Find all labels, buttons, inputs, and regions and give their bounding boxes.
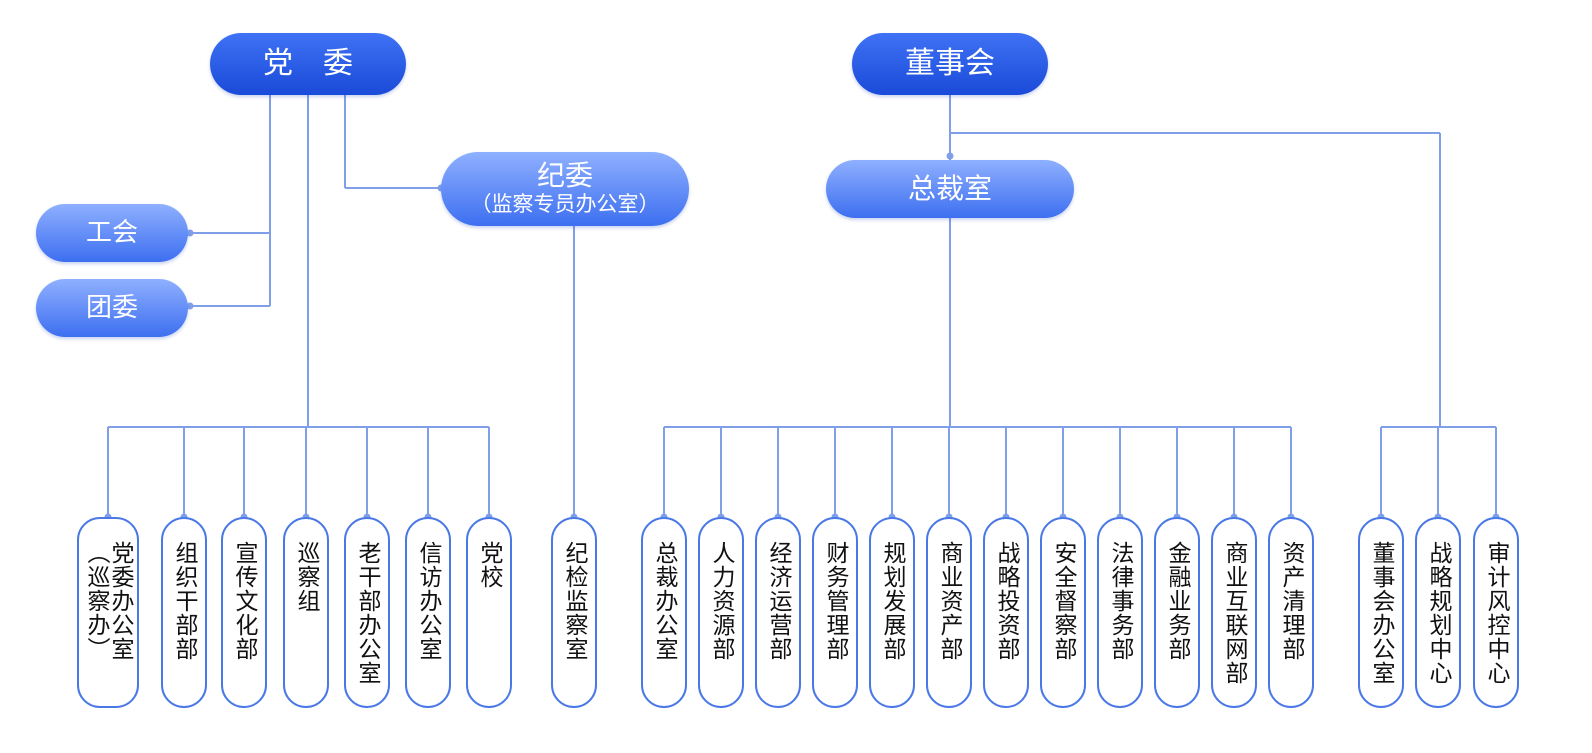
president-dept: 规划发展部 (869, 517, 915, 708)
connector-dot (946, 152, 954, 160)
party-dept-label: 老干部办公室 (354, 541, 380, 685)
president-dept: 金融业务部 (1154, 517, 1200, 708)
union-node: 工会 (36, 204, 188, 262)
party-office-title: 党委办公室 (107, 541, 133, 661)
party-dept-label: 巡察组 (293, 541, 319, 613)
discipline-dept-label: 纪检监察室 (561, 541, 587, 661)
president-dept-label: 金融业务部 (1164, 541, 1190, 661)
board-dept-label: 审计风控中心 (1483, 541, 1509, 685)
party-dept-label: 信访办公室 (415, 541, 441, 661)
president-dept: 法律事务部 (1097, 517, 1143, 708)
president-dept-label: 商业资产部 (936, 541, 962, 661)
president-office-node: 总裁室 (826, 160, 1074, 218)
party-dept: 巡察组 (283, 517, 329, 708)
president-office-label: 总裁室 (907, 172, 992, 205)
discipline-dept: 纪检监察室 (551, 517, 597, 708)
president-dept: 商业资产部 (926, 517, 972, 708)
party-dept: 信访办公室 (405, 517, 451, 708)
party-dept-party-office: （巡察办） 党委办公室 (77, 517, 139, 708)
president-dept: 总裁办公室 (641, 517, 687, 708)
president-dept-label: 财务管理部 (822, 541, 848, 661)
party-dept-label: 组织干部部 (171, 541, 197, 661)
discipline-committee-node: 纪委 （监察专员办公室） (441, 152, 689, 226)
board-dept-label: 战略规划中心 (1425, 541, 1451, 685)
party-dept: 组织干部部 (161, 517, 207, 708)
board-dept: 战略规划中心 (1415, 517, 1461, 708)
president-dept: 人力资源部 (698, 517, 744, 708)
party-dept: 老干部办公室 (344, 517, 390, 708)
president-dept-label: 法律事务部 (1107, 541, 1133, 661)
discipline-committee-label: 纪委 (536, 159, 593, 192)
president-dept: 安全督察部 (1040, 517, 1086, 708)
president-dept: 经济运营部 (755, 517, 801, 708)
president-dept-label: 资产清理部 (1278, 541, 1304, 661)
party-dept: 党校 (466, 517, 512, 708)
discipline-committee-sublabel: （监察专员办公室） (470, 192, 660, 216)
connector-dot (186, 302, 194, 310)
connector-dot (186, 229, 194, 237)
president-dept-label: 总裁办公室 (651, 541, 677, 661)
president-dept: 战略投资部 (983, 517, 1029, 708)
president-dept-label: 规划发展部 (879, 541, 905, 661)
president-dept: 资产清理部 (1268, 517, 1314, 708)
president-dept: 商业互联网部 (1211, 517, 1257, 708)
president-dept-label: 经济运营部 (765, 541, 791, 661)
board-label: 董事会 (905, 46, 995, 81)
party-committee-node: 党 委 (210, 33, 406, 95)
president-dept-label: 商业互联网部 (1221, 541, 1247, 685)
party-dept: 宣传文化部 (221, 517, 267, 708)
board-dept-label: 董事会办公室 (1368, 541, 1394, 685)
party-office-subtitle: （巡察办） (83, 541, 109, 661)
party-dept-label: 党校 (476, 541, 502, 589)
board-dept: 董事会办公室 (1358, 517, 1404, 708)
party-committee-label: 党 委 (263, 46, 353, 81)
youth-league-label: 团委 (85, 293, 138, 323)
president-dept-label: 安全督察部 (1050, 541, 1076, 661)
president-dept-label: 人力资源部 (708, 541, 734, 661)
board-node: 董事会 (852, 33, 1048, 95)
union-label: 工会 (85, 218, 138, 248)
party-dept-label: 宣传文化部 (231, 541, 257, 661)
youth-league-node: 团委 (36, 279, 188, 337)
board-dept: 审计风控中心 (1473, 517, 1519, 708)
president-dept: 财务管理部 (812, 517, 858, 708)
president-dept-label: 战略投资部 (993, 541, 1019, 661)
